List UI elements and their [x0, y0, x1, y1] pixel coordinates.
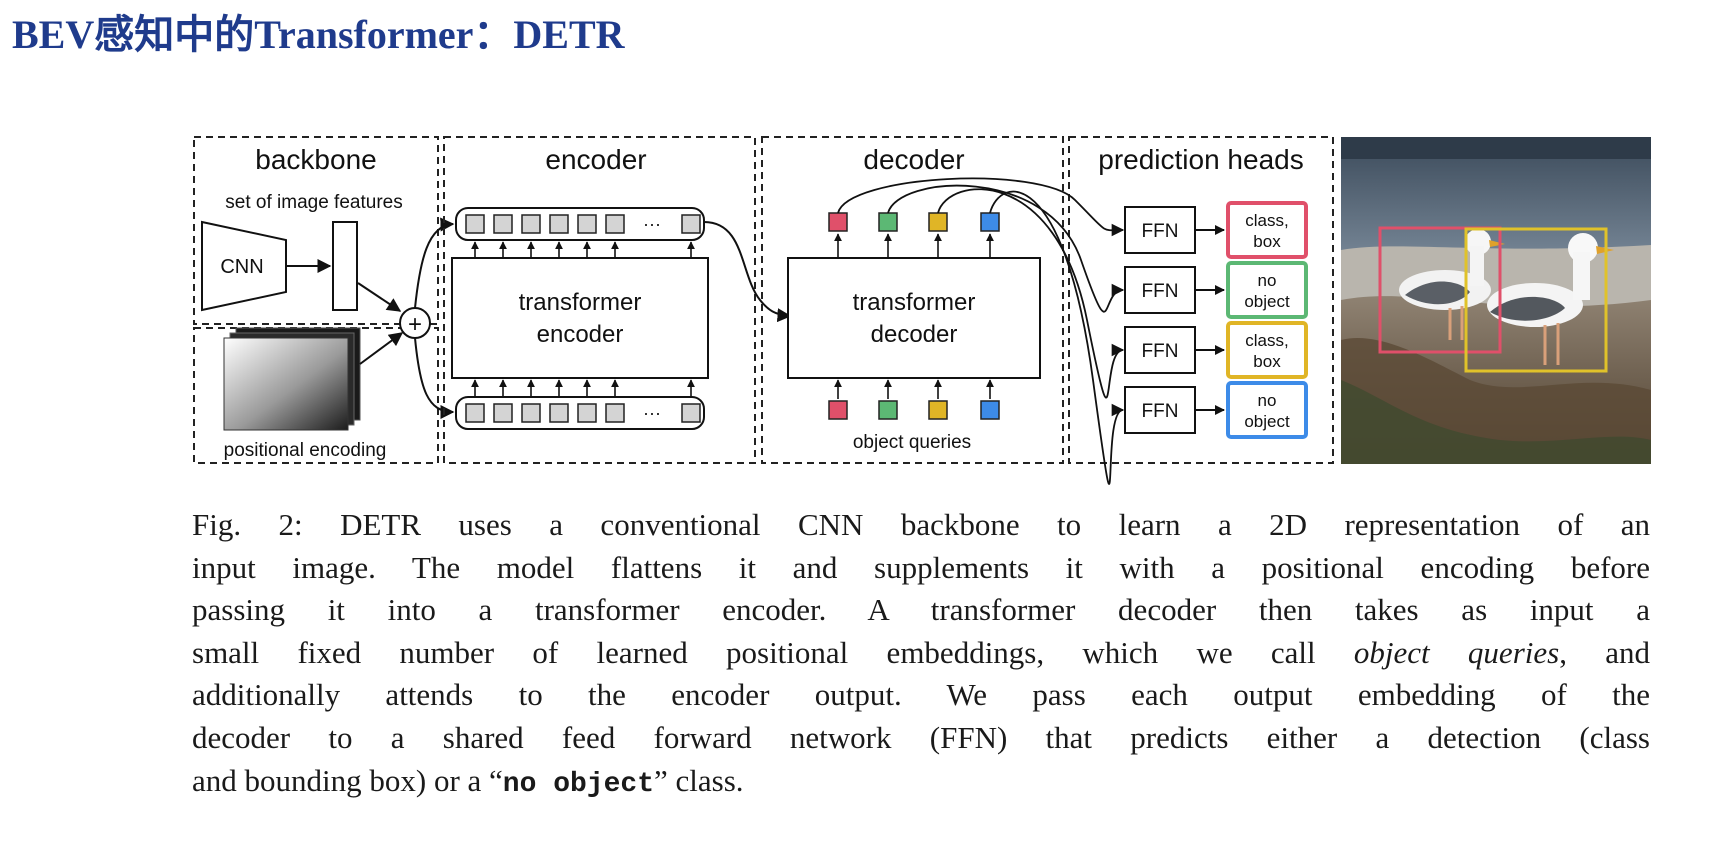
prediction-output-label: object	[1244, 412, 1290, 431]
object-query-token	[828, 400, 848, 420]
encoder-input-token	[465, 403, 485, 423]
seagull-photo	[1341, 137, 1651, 464]
prediction-output-label: no	[1258, 271, 1277, 290]
encoder-input-token	[521, 403, 541, 423]
encoder-top-ellipsis: ···	[643, 214, 661, 234]
caption-line-7: and bounding box) or a “no object” class…	[192, 760, 1650, 807]
decoder-output-embedding	[928, 212, 948, 232]
encoder-input-token	[577, 403, 597, 423]
prediction-heads-section: prediction heads FFNclass,boxFFNnoobject…	[1068, 136, 1334, 464]
prediction-output-label: class,	[1245, 211, 1288, 230]
encoder-output-token	[577, 214, 597, 234]
decoder-output-embedding	[980, 212, 1000, 232]
caption-line-1: Fig. 2: DETR uses a conventional CNN bac…	[192, 507, 1650, 542]
prediction-heads-heading: prediction heads	[1098, 144, 1303, 175]
positional-encoding-image	[223, 327, 361, 431]
object-query-token	[928, 400, 948, 420]
transformer-decoder-block	[787, 257, 1041, 379]
ffn-label: FFN	[1142, 401, 1179, 422]
object-query-token	[980, 400, 1000, 420]
caption-line-5: additionally attends to the encoder outp…	[192, 677, 1650, 713]
prediction-output-box	[1226, 201, 1308, 259]
transformer-encoder-label-2: encoder	[537, 321, 624, 348]
decoder-to-ffn-connector	[937, 188, 1125, 399]
ffn-label: FFN	[1142, 341, 1179, 362]
encoder-output-token	[549, 214, 569, 234]
transformer-encoder-block	[451, 257, 709, 379]
image-features-label: set of image features	[225, 192, 402, 213]
prediction-output-label: object	[1244, 292, 1290, 311]
caption-line-3: passing it into a transformer encoder. A…	[192, 592, 1650, 628]
transformer-decoder-label-1: transformer	[853, 289, 976, 316]
decoder-heading: decoder	[863, 144, 964, 175]
encoder-section: encoder ··· transformer encoder ···	[443, 136, 756, 464]
decoder-section: decoder transformer decoder object queri…	[761, 136, 1064, 464]
ffn-block	[1124, 206, 1196, 254]
caption-line-6: decoder to a shared feed forward network…	[192, 719, 1650, 755]
object-queries-label: object queries	[853, 432, 971, 453]
backbone-heading: backbone	[255, 144, 376, 175]
caption-line-7-end: ” class.	[654, 762, 744, 798]
prediction-output-label: box	[1253, 352, 1281, 371]
encoder-input-token	[681, 403, 701, 423]
positional-encoding-label: positional encoding	[224, 440, 387, 461]
caption-line-2: input image. The model flattens it and s…	[192, 549, 1650, 585]
feature-map	[332, 221, 358, 311]
decoder-output-embedding	[878, 212, 898, 232]
cnn-label: CNN	[220, 256, 263, 278]
slide-title: BEV感知中的Transformer：DETR	[12, 12, 625, 57]
transformer-encoder-label-1: transformer	[519, 289, 642, 316]
backbone-section: backbone set of image features CNN posit…	[193, 136, 439, 464]
encoder-input-token	[493, 403, 513, 423]
encoder-heading: encoder	[545, 144, 646, 175]
transformer-decoder-label-2: decoder	[871, 321, 958, 348]
seagull-right	[1487, 233, 1614, 365]
ffn-block	[1124, 386, 1196, 434]
ffn-label: FFN	[1142, 221, 1179, 242]
prediction-output-label: class,	[1245, 331, 1288, 350]
decoder-output-embedding	[828, 212, 848, 232]
caption-object-queries-emphasis: object queries	[1353, 634, 1560, 670]
decoder-to-ffn-connector	[837, 177, 1125, 237]
encoder-output-token	[493, 214, 513, 234]
caption-line-7-start: and bounding box) or a “	[192, 762, 503, 798]
prediction-output-label: no	[1258, 391, 1277, 410]
encoder-output-token	[605, 214, 625, 234]
caption-no-object-code: no object	[502, 768, 655, 800]
decoder-to-ffn-connector	[989, 190, 1125, 485]
encoder-output-token	[681, 214, 701, 234]
encoder-output-token	[521, 214, 541, 234]
encoder-input-token	[549, 403, 569, 423]
caption-line-4: small fixed number of learned positional…	[192, 632, 1650, 675]
encoder-bottom-ellipsis: ···	[643, 403, 661, 423]
seagull-left	[1399, 229, 1505, 340]
prediction-output-label: box	[1253, 232, 1281, 251]
caption-line-4-end: , and	[1559, 634, 1650, 670]
figure-caption: Fig. 2: DETR uses a conventional CNN bac…	[192, 504, 1650, 806]
prediction-output-box	[1226, 381, 1308, 439]
prediction-output-box	[1226, 321, 1308, 379]
encoder-input-token	[605, 403, 625, 423]
caption-line-4-start: small fixed number of learned positional…	[192, 634, 1354, 670]
encoder-output-token	[465, 214, 485, 234]
cnn-block	[201, 220, 287, 312]
object-query-token	[878, 400, 898, 420]
detection-box-right	[1464, 227, 1608, 373]
ffn-label: FFN	[1142, 281, 1179, 302]
detection-box-left	[1378, 226, 1502, 354]
decoder-to-ffn-connector	[887, 184, 1125, 313]
prediction-output-box	[1226, 261, 1308, 319]
plus-symbol: +	[408, 311, 422, 338]
